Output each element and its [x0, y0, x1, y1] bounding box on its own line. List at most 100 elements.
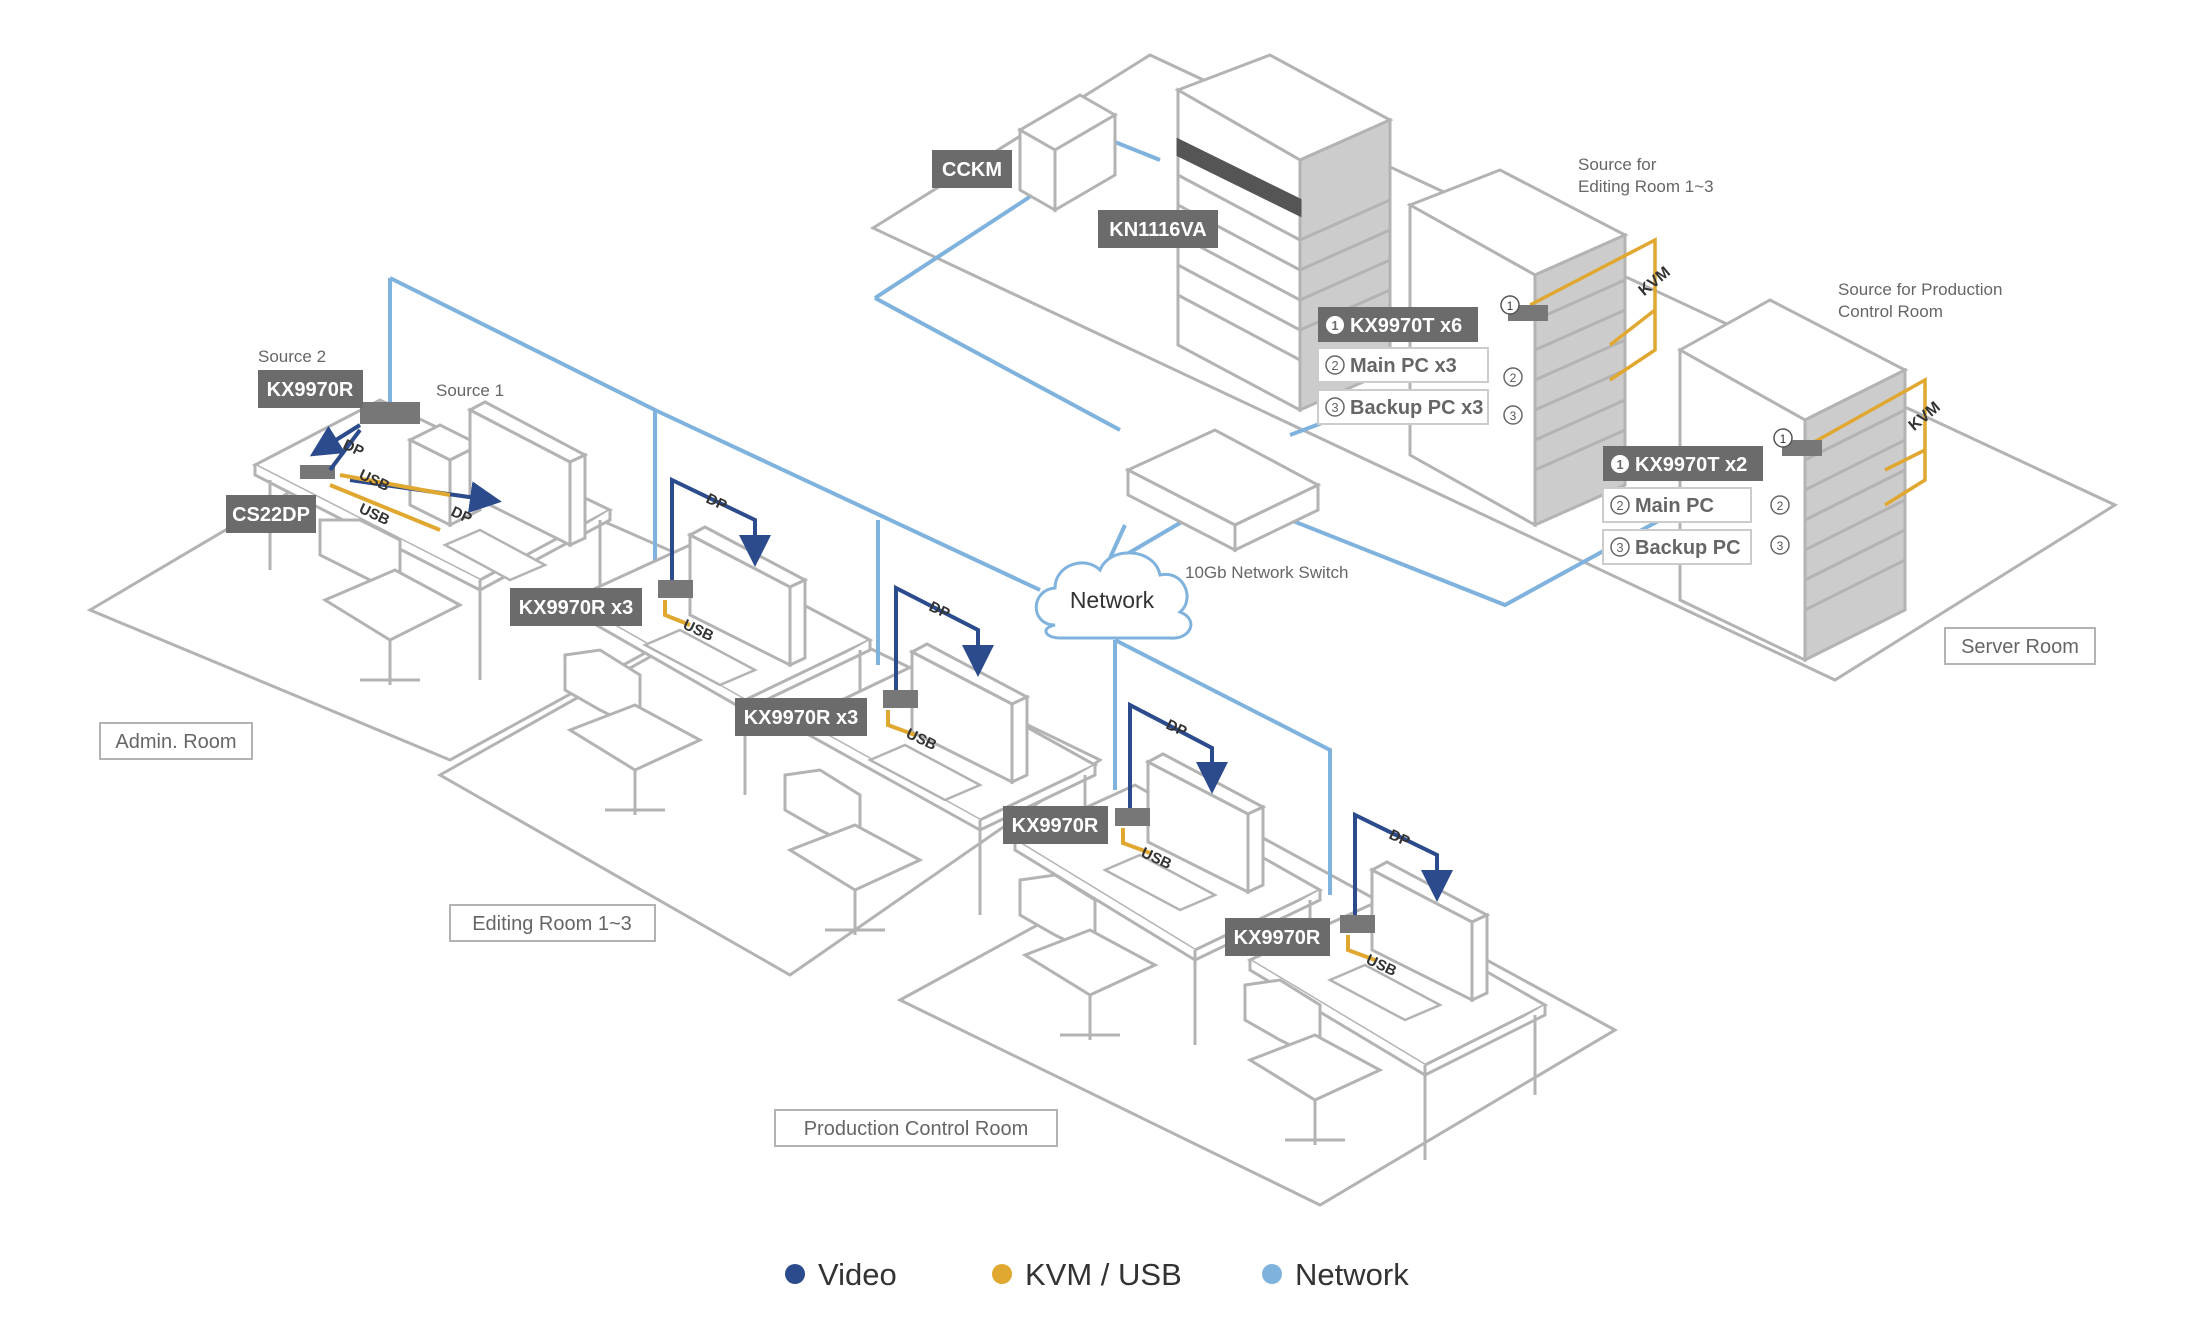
svg-text:3: 3 — [1616, 540, 1623, 555]
dp-label-editing-1: DP — [703, 490, 729, 514]
backup-pc-prod-text: Backup PC — [1635, 537, 1741, 559]
legend-kvm-usb-label: KVM / USB — [1025, 1257, 1182, 1292]
kx9970r-prod-label-a: KX9970R — [1003, 806, 1108, 844]
svg-text:3: 3 — [1331, 400, 1338, 415]
kn1116va-label-box: KN1116VA — [1098, 210, 1218, 248]
editing-rx-device-2 — [883, 690, 918, 708]
dp-label-prod-2: DP — [1386, 826, 1412, 850]
editing-room-label: Editing Room 1~3 — [449, 904, 656, 942]
backup-pc-editing-text: Backup PC x3 — [1350, 397, 1483, 419]
backup-pc-editing-label: 3 Backup PC x3 — [1317, 389, 1489, 425]
svg-text:1: 1 — [1331, 318, 1338, 333]
dp-label-prod-1: DP — [1163, 716, 1189, 740]
legend-video-swatch — [785, 1264, 805, 1284]
kx9970r-admin-text: KX9970R — [267, 379, 354, 401]
server-room-label: Server Room — [1944, 627, 2096, 665]
num-3-prod — [1770, 535, 1790, 555]
kx9970r-prod-a-text: KX9970R — [1012, 815, 1099, 837]
tx-editing-label: 1 KX9970T x6 — [1318, 307, 1478, 342]
source-editing-label-1: Source for — [1578, 155, 1657, 174]
num-3-editing — [1503, 405, 1523, 425]
svg-text:2: 2 — [1616, 498, 1623, 513]
prod-rx-device-1 — [1115, 808, 1150, 826]
production-cables — [1121, 701, 1453, 962]
network-cloud-label: Network — [1070, 587, 1155, 613]
prod-tx-device — [1782, 440, 1822, 456]
production-keyboards — [1102, 853, 1443, 1022]
admin-room-label: Admin. Room — [99, 722, 253, 760]
legend-network-swatch — [1262, 1264, 1282, 1284]
backup-pc-prod-label: 3 Backup PC — [1602, 529, 1752, 565]
kx9970r-prod-b-text: KX9970R — [1234, 927, 1321, 949]
cs22dp-text: CS22DP — [232, 504, 310, 526]
svg-text:1: 1 — [1780, 432, 1787, 446]
num-2-prod — [1770, 495, 1790, 515]
editing-source-rack — [1406, 168, 1629, 528]
num-1-editing — [1500, 295, 1520, 315]
kx9970r-admin-label: KX9970R — [258, 370, 363, 408]
editing-cables — [663, 476, 994, 737]
svg-text:2: 2 — [1777, 499, 1784, 513]
source-prod-label-2: Control Room — [1838, 302, 1943, 321]
kvm-lines-editing — [1529, 237, 1657, 382]
legend-network: Network — [1262, 1257, 1409, 1292]
production-room-text: Production Control Room — [804, 1118, 1029, 1140]
cckm-label: CCKM — [942, 159, 1002, 181]
admin-cables — [309, 423, 502, 532]
main-pc-prod-label: 2 Main PC — [1602, 487, 1752, 523]
admin-monitor — [466, 400, 589, 548]
svg-text:3: 3 — [1777, 539, 1784, 553]
network-switch-label: 10Gb Network Switch — [1185, 563, 1348, 582]
kx9970r-prod-label-b: KX9970R — [1225, 918, 1330, 956]
svg-text:2: 2 — [1331, 358, 1338, 373]
production-room-label: Production Control Room — [774, 1109, 1058, 1147]
svg-text:1: 1 — [1507, 299, 1514, 313]
production-chairs — [1018, 873, 1384, 1145]
kx9970r-admin-device — [360, 402, 420, 424]
legend-kvm-usb: KVM / USB — [992, 1257, 1182, 1292]
cs22dp-label: CS22DP — [226, 495, 316, 533]
network-switch — [1124, 428, 1322, 553]
num-2-editing — [1503, 367, 1523, 387]
admin-room-text: Admin. Room — [115, 731, 236, 753]
source1-label: Source 1 — [436, 381, 504, 400]
cs22dp-device — [300, 465, 335, 479]
production-source-rack — [1676, 298, 1909, 663]
svg-text:2: 2 — [1510, 371, 1517, 385]
source-prod-label-1: Source for Production — [1838, 280, 2002, 299]
num-1-prod — [1773, 428, 1793, 448]
cckm-device — [1017, 93, 1118, 213]
tx-prod-text: KX9970T x2 — [1635, 454, 1747, 476]
legend-network-label: Network — [1295, 1257, 1409, 1292]
kx9970r-x3-label-a: KX9970R x3 — [510, 588, 642, 626]
legend-video-label: Video — [818, 1257, 897, 1292]
kn1116va-label: KN1116VA — [1109, 219, 1206, 241]
legend-video: Video — [785, 1257, 897, 1292]
main-pc-editing-label: 2 Main PC x3 — [1317, 347, 1489, 383]
kx9970r-x3-label-b: KX9970R x3 — [735, 698, 867, 736]
source-editing-label-2: Editing Room 1~3 — [1578, 177, 1714, 196]
prod-rx-device-2 — [1340, 915, 1375, 933]
svg-text:3: 3 — [1510, 409, 1517, 423]
source2-label: Source 2 — [258, 347, 326, 366]
tx-prod-label: 1 KX9970T x2 — [1603, 446, 1763, 481]
legend: Video KVM / USB Network — [785, 1257, 1409, 1292]
main-pc-editing-text: Main PC x3 — [1350, 355, 1457, 377]
admin-chair — [318, 518, 464, 685]
editing-chairs — [563, 648, 924, 935]
tx-editing-text: KX9970T x6 — [1350, 315, 1462, 337]
network-cloud: Network — [1034, 551, 1193, 640]
legend-kvm-usb-swatch — [992, 1264, 1012, 1284]
main-pc-prod-text: Main PC — [1635, 495, 1714, 517]
kx9970r-x3-a-text: KX9970R x3 — [519, 597, 634, 619]
editing-rx-device-1 — [658, 580, 693, 598]
editing-room-text: Editing Room 1~3 — [472, 913, 632, 935]
cckm-label-box: CCKM — [932, 150, 1012, 188]
kvm-lines-prod — [1799, 377, 1927, 507]
admin-keyboard — [442, 528, 548, 582]
dp-label-editing-2: DP — [926, 598, 952, 622]
server-room-text: Server Room — [1961, 636, 2079, 658]
svg-text:1: 1 — [1616, 457, 1623, 472]
